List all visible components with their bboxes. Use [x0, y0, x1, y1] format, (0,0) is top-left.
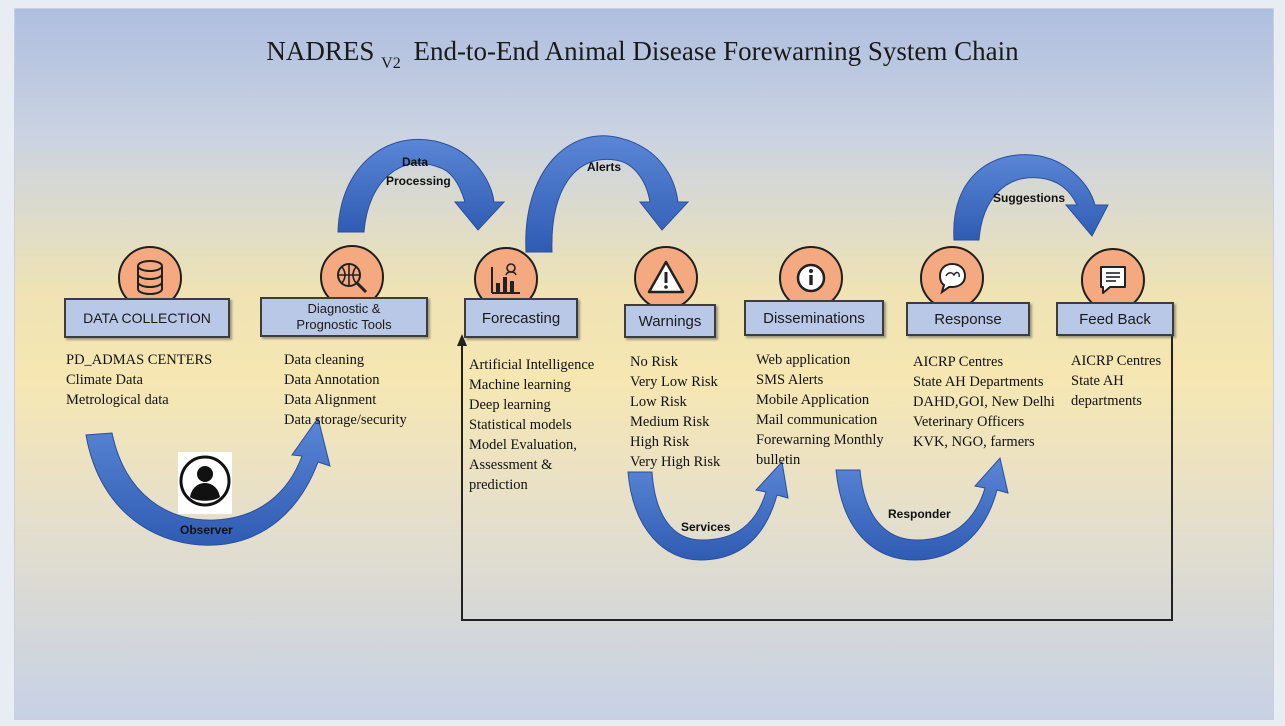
- data-collection-box: DATA COLLECTION: [64, 298, 230, 338]
- diagnostic-list: Data cleaning Data Annotation Data Align…: [284, 350, 407, 430]
- diagram-title: NADRES V2 End-to-End Animal Disease Fore…: [0, 36, 1285, 72]
- list-item: Data Annotation: [284, 372, 380, 388]
- feedback-icon: [1100, 266, 1126, 294]
- response-circle: [920, 246, 984, 310]
- info-icon: [796, 263, 826, 293]
- data-collection-list: PD_ADMAS CENTERS Climate Data Metrologic…: [66, 350, 212, 410]
- list-item: Artificial Intelligence: [469, 357, 595, 373]
- list-item: bulletin: [756, 452, 801, 468]
- response-box: Response: [906, 302, 1030, 336]
- alerts-arrow: [525, 135, 690, 253]
- list-item: Mail communication: [756, 412, 878, 428]
- suggestions-arrow: [953, 154, 1109, 241]
- responder-arrow: [835, 456, 1009, 561]
- forecasting-label: Forecasting: [481, 309, 561, 327]
- data-processing-arrow: [337, 139, 506, 233]
- diagram-background: [14, 8, 1274, 720]
- alerts-label: Alerts: [587, 160, 622, 174]
- list-item: Climate Data: [66, 372, 143, 388]
- diagnostic-box: Diagnostic & Prognostic Tools: [260, 297, 428, 337]
- diagnostic-label-line1: Diagnostic &: [307, 301, 381, 316]
- list-item: Assessment &: [469, 457, 553, 473]
- list-item: State AH Departments: [913, 374, 1044, 390]
- chat-bubble-icon: [938, 262, 967, 295]
- title-main-right: End-to-End Animal Disease Forewarning Sy…: [413, 36, 1019, 66]
- list-item: prediction: [469, 477, 528, 493]
- list-item: Medium Risk: [630, 414, 710, 430]
- disseminations-box: Disseminations: [744, 300, 884, 336]
- list-item: State AH: [1071, 373, 1124, 389]
- list-item: Web application: [756, 352, 851, 368]
- warnings-label: Warnings: [638, 312, 702, 330]
- observer-arrow: [85, 416, 331, 546]
- observer-label: Observer: [180, 523, 233, 537]
- disseminations-label: Disseminations: [763, 309, 865, 327]
- list-item: Statistical models: [469, 417, 572, 433]
- suggestions-label: Suggestions: [993, 191, 1066, 205]
- list-item: Data storage/security: [284, 412, 407, 428]
- warning-icon: [647, 260, 685, 294]
- feedback-box: Feed Back: [1056, 302, 1174, 336]
- services-arrow: [627, 460, 789, 561]
- feedback-loop-arrowhead: [457, 334, 467, 346]
- list-item: High Risk: [630, 434, 690, 450]
- title-subscript: V2: [381, 55, 401, 72]
- list-item: Veterinary Officers: [913, 414, 1025, 430]
- list-item: Data cleaning: [284, 352, 365, 368]
- data-processing-label-1: Data: [402, 155, 429, 169]
- feedback-loop-line: [461, 330, 1173, 621]
- warnings-box: Warnings: [624, 304, 716, 338]
- list-item: DAHD,GOI, New Delhi: [913, 394, 1055, 410]
- warnings-circle: [634, 246, 698, 310]
- list-item: Machine learning: [469, 377, 571, 393]
- list-item: KVK, NGO, farmers: [913, 434, 1035, 450]
- feedback-list: AICRP Centres State AH departments: [1071, 351, 1161, 411]
- response-label: Response: [934, 310, 1002, 328]
- list-item: Very Low Risk: [630, 374, 718, 390]
- list-item: AICRP Centres: [1071, 353, 1162, 369]
- list-item: No Risk: [630, 354, 678, 370]
- database-icon: [137, 260, 163, 295]
- data-processing-label-2: Processing: [386, 174, 451, 188]
- list-item: Metrological data: [66, 392, 169, 408]
- list-item: Data Alignment: [284, 392, 377, 408]
- feedback-label: Feed Back: [1079, 310, 1151, 328]
- disseminations-circle: [779, 246, 843, 310]
- list-item: Very High Risk: [630, 454, 721, 470]
- diagnostic-label-line2: Prognostic Tools: [296, 317, 392, 332]
- globe-search-icon: [337, 263, 368, 294]
- data-collection-label: DATA COLLECTION: [83, 310, 211, 326]
- response-list: AICRP Centres State AH Departments DAHD,…: [913, 352, 1055, 452]
- list-item: Deep learning: [469, 397, 551, 413]
- list-item: Mobile Application: [756, 392, 870, 408]
- forecasting-list: Artificial Intelligence Machine learning…: [469, 355, 594, 495]
- title-main-left: NADRES: [266, 36, 375, 66]
- forecast-chart-icon: [491, 263, 520, 294]
- list-item: Model Evaluation,: [469, 437, 577, 453]
- list-item: SMS Alerts: [756, 372, 824, 388]
- feedback-circle: [1081, 248, 1145, 312]
- list-item: departments: [1071, 393, 1142, 409]
- list-item: Forewarning Monthly: [756, 432, 884, 448]
- list-item: Low Risk: [630, 394, 687, 410]
- disseminations-list: Web application SMS Alerts Mobile Applic…: [756, 350, 884, 470]
- warnings-list: No Risk Very Low Risk Low Risk Medium Ri…: [630, 352, 720, 472]
- list-item: PD_ADMAS CENTERS: [66, 352, 213, 368]
- services-label: Services: [681, 520, 731, 534]
- forecasting-box: Forecasting: [464, 298, 578, 338]
- list-item: AICRP Centres: [913, 354, 1004, 370]
- observer-person-icon: [178, 452, 232, 514]
- responder-label: Responder: [888, 507, 951, 521]
